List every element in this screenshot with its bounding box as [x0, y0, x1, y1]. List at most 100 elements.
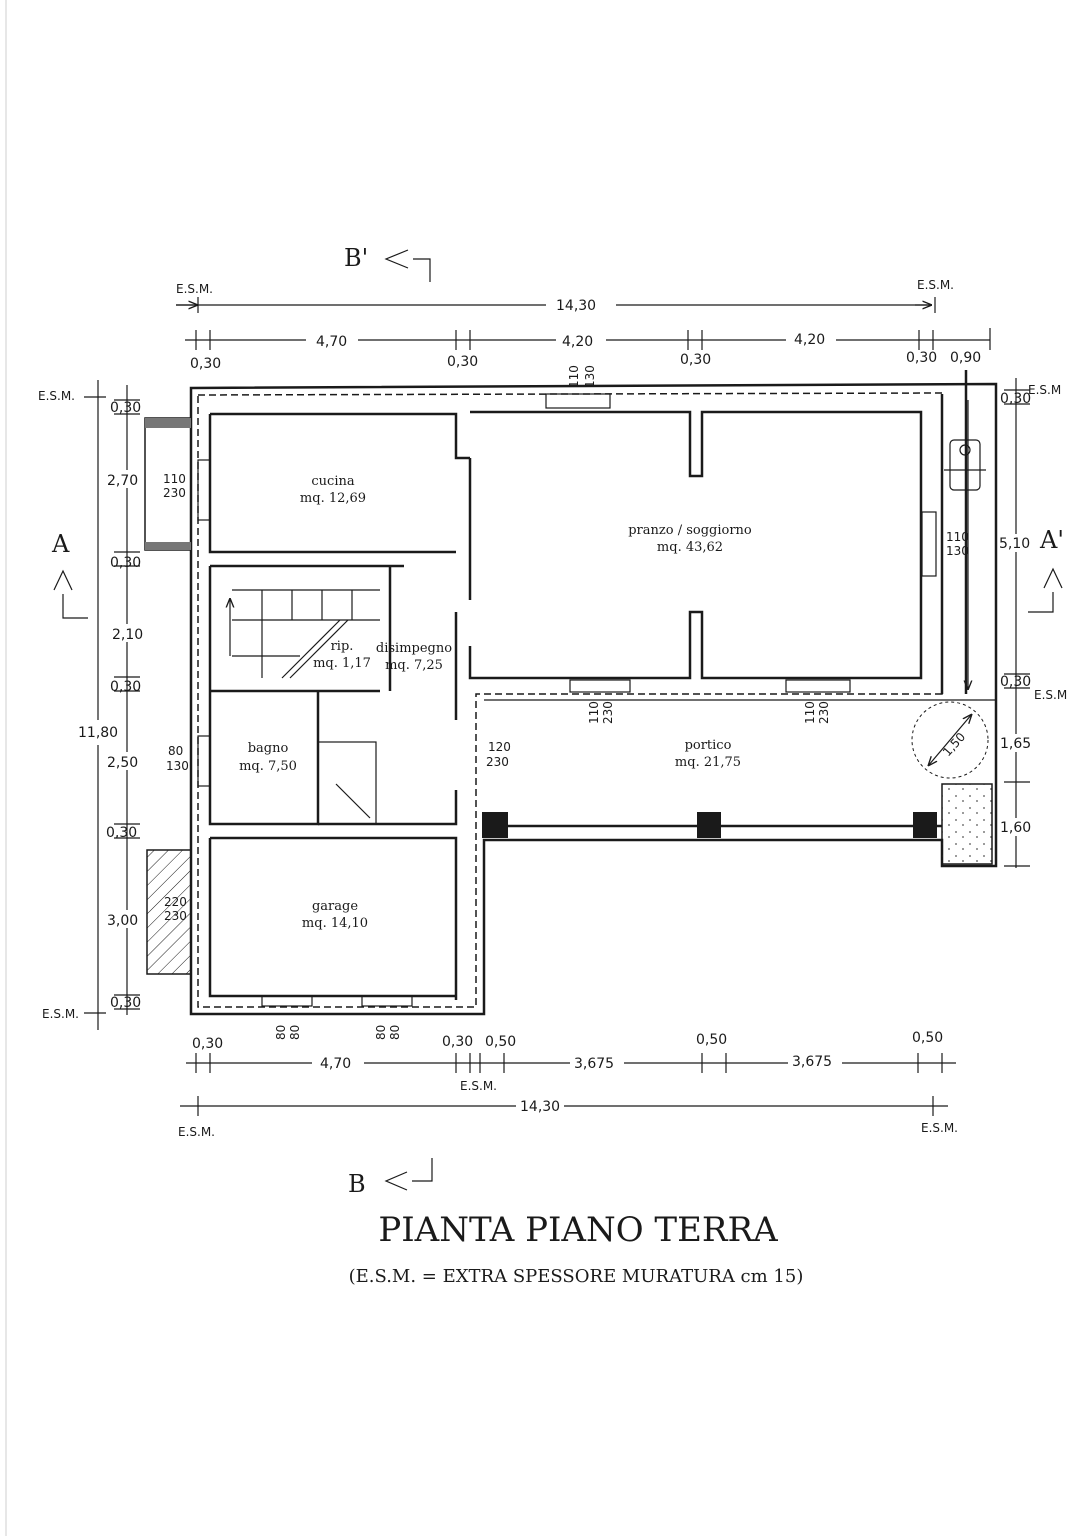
- opening-dim: 230: [817, 701, 831, 724]
- opening-dim: 80: [374, 1025, 388, 1040]
- turning-circle: [911, 701, 989, 779]
- dimension-text: 4,20: [794, 332, 825, 348]
- room-name-portico: portico: [685, 738, 732, 753]
- opening-dim: 110: [567, 365, 581, 388]
- room-area-disimpegno: mq. 7,25: [385, 658, 443, 673]
- bottom-dimensions: 0,30 0,30 0,50 0,50 0,50 4,70 3,675 3,67…: [178, 1030, 958, 1139]
- opening-dim: 80: [168, 744, 183, 758]
- dimension-text: 0,50: [485, 1034, 516, 1050]
- dimension-text: 0,50: [696, 1032, 727, 1048]
- section-mark-b: B: [348, 1158, 433, 1198]
- dimension-text: 2,70: [107, 473, 138, 489]
- dimension-text: 0,30: [192, 1036, 223, 1052]
- room-labels: cucina mq. 12,69 pranzo / soggiorno mq. …: [239, 474, 752, 931]
- room-name-garage: garage: [312, 899, 358, 914]
- dimension-text: 3,675: [792, 1054, 832, 1070]
- dimension-text: 11,80: [78, 725, 118, 741]
- dimension-text: 0,30: [106, 825, 137, 841]
- dimension-text: 0,30: [110, 400, 141, 416]
- opening-dim: 120: [488, 740, 511, 754]
- dimension-text: 0,30: [110, 679, 141, 695]
- opening-dim: 80: [288, 1025, 302, 1040]
- room-area-rip: mq. 1,17: [313, 656, 371, 671]
- opening-dim: 110: [587, 701, 601, 724]
- dimension-text: 0,30: [190, 356, 221, 372]
- section-mark-a-prime: A': [1028, 526, 1064, 613]
- turning-circle-label: 1,50: [940, 730, 968, 759]
- room-name-disimpegno: disimpegno: [376, 641, 452, 656]
- opening-dim: 80: [388, 1025, 402, 1040]
- plan-subtitle: (E.S.M. = EXTRA SPESSORE MURATURA cm 15): [349, 1266, 804, 1287]
- opening-dim: 130: [946, 544, 969, 558]
- dimension-text: 0,30: [1000, 391, 1031, 407]
- dimension-text: 14,30: [556, 298, 596, 314]
- esm-label: E.S.M: [1028, 383, 1061, 397]
- section-label-b: B: [348, 1170, 366, 1198]
- dimension-text: 0,30: [442, 1034, 473, 1050]
- dimension-text: 2,10: [112, 627, 143, 643]
- room-name-cucina: cucina: [311, 474, 354, 489]
- dimension-text: 4,70: [316, 334, 347, 350]
- dimension-text: 1,60: [1000, 820, 1031, 836]
- section-mark-a: A: [51, 530, 88, 619]
- opening-dim: 110: [946, 530, 969, 544]
- dimension-text: 2,50: [107, 755, 138, 771]
- pillar: [482, 812, 508, 838]
- dimension-text: 4,70: [320, 1056, 351, 1072]
- dimension-text: 1,65: [1000, 736, 1031, 752]
- room-area-garage: mq. 14,10: [302, 916, 368, 931]
- opening-dim: 110: [163, 472, 186, 486]
- right-dimensions: E.S.M E.S.M 5,10 1,65 1,60 0,30 0,30: [996, 378, 1067, 868]
- left-dimensions: E.S.M. E.S.M. 11,80 2,70 2,10 2,50 3,00 …: [38, 380, 148, 1030]
- plan-title: PIANTA PIANO TERRA: [378, 1210, 778, 1250]
- section-label-a: A: [51, 530, 70, 558]
- wheelchair-icon: [944, 439, 986, 491]
- opening-dim: 110: [803, 701, 817, 724]
- garage-ramp: [146, 849, 192, 975]
- room-area-cucina: mq. 12,69: [300, 491, 366, 506]
- opening-dim: 230: [486, 755, 509, 769]
- room-name-bagno: bagno: [248, 741, 289, 756]
- esm-label: E.S.M.: [917, 278, 954, 292]
- room-area-bagno: mq. 7,50: [239, 759, 297, 774]
- planter: [941, 783, 993, 865]
- dimension-text: 0,30: [447, 354, 478, 370]
- dimension-text: 0,30: [680, 352, 711, 368]
- section-label-b-prime: B': [344, 244, 368, 272]
- dimension-text: 3,675: [574, 1056, 614, 1072]
- esm-label: E.S.M: [1034, 688, 1067, 702]
- section-mark-b-prime: B': [344, 244, 431, 282]
- dimension-text: 0,30: [1000, 674, 1031, 690]
- dimension-text: 5,10: [999, 536, 1030, 552]
- section-label-a-prime: A': [1039, 526, 1064, 554]
- dimension-text: 0,90: [950, 350, 981, 366]
- dimension-text: 0,30: [110, 995, 141, 1011]
- opening-dim: 230: [164, 909, 187, 923]
- opening-dim: 220: [164, 895, 187, 909]
- dimension-text: 14,30: [520, 1099, 560, 1115]
- esm-label: E.S.M.: [178, 1125, 215, 1139]
- building-outline: 1,50: [144, 370, 998, 1016]
- shower: [317, 741, 377, 825]
- dimension-text: 3,00: [107, 913, 138, 929]
- esm-label: E.S.M.: [921, 1121, 958, 1135]
- dimension-text: 0,30: [110, 555, 141, 571]
- pillar: [913, 812, 937, 838]
- opening-dim: 130: [583, 365, 597, 388]
- room-name-pranzo: pranzo / soggiorno: [628, 523, 752, 538]
- opening-labels: 110 130 110 230 110 130 80 130 120 230 1…: [163, 365, 969, 1040]
- esm-label: E.S.M.: [42, 1007, 79, 1021]
- opening-dim: 230: [163, 486, 186, 500]
- esm-label: E.S.M.: [176, 282, 213, 296]
- esm-label: E.S.M.: [460, 1079, 497, 1093]
- top-dimensions: E.S.M. E.S.M. 14,30 4,70 4,20 4,20 0,30 …: [176, 278, 991, 372]
- dimension-text: 0,30: [906, 350, 937, 366]
- opening-dim: 130: [166, 759, 189, 773]
- opening-dim: 80: [274, 1025, 288, 1040]
- pillar: [697, 812, 721, 838]
- esm-label: E.S.M.: [38, 389, 75, 403]
- dimension-text: 0,50: [912, 1030, 943, 1046]
- room-area-pranzo: mq. 43,62: [657, 540, 723, 555]
- staircase: [230, 589, 380, 679]
